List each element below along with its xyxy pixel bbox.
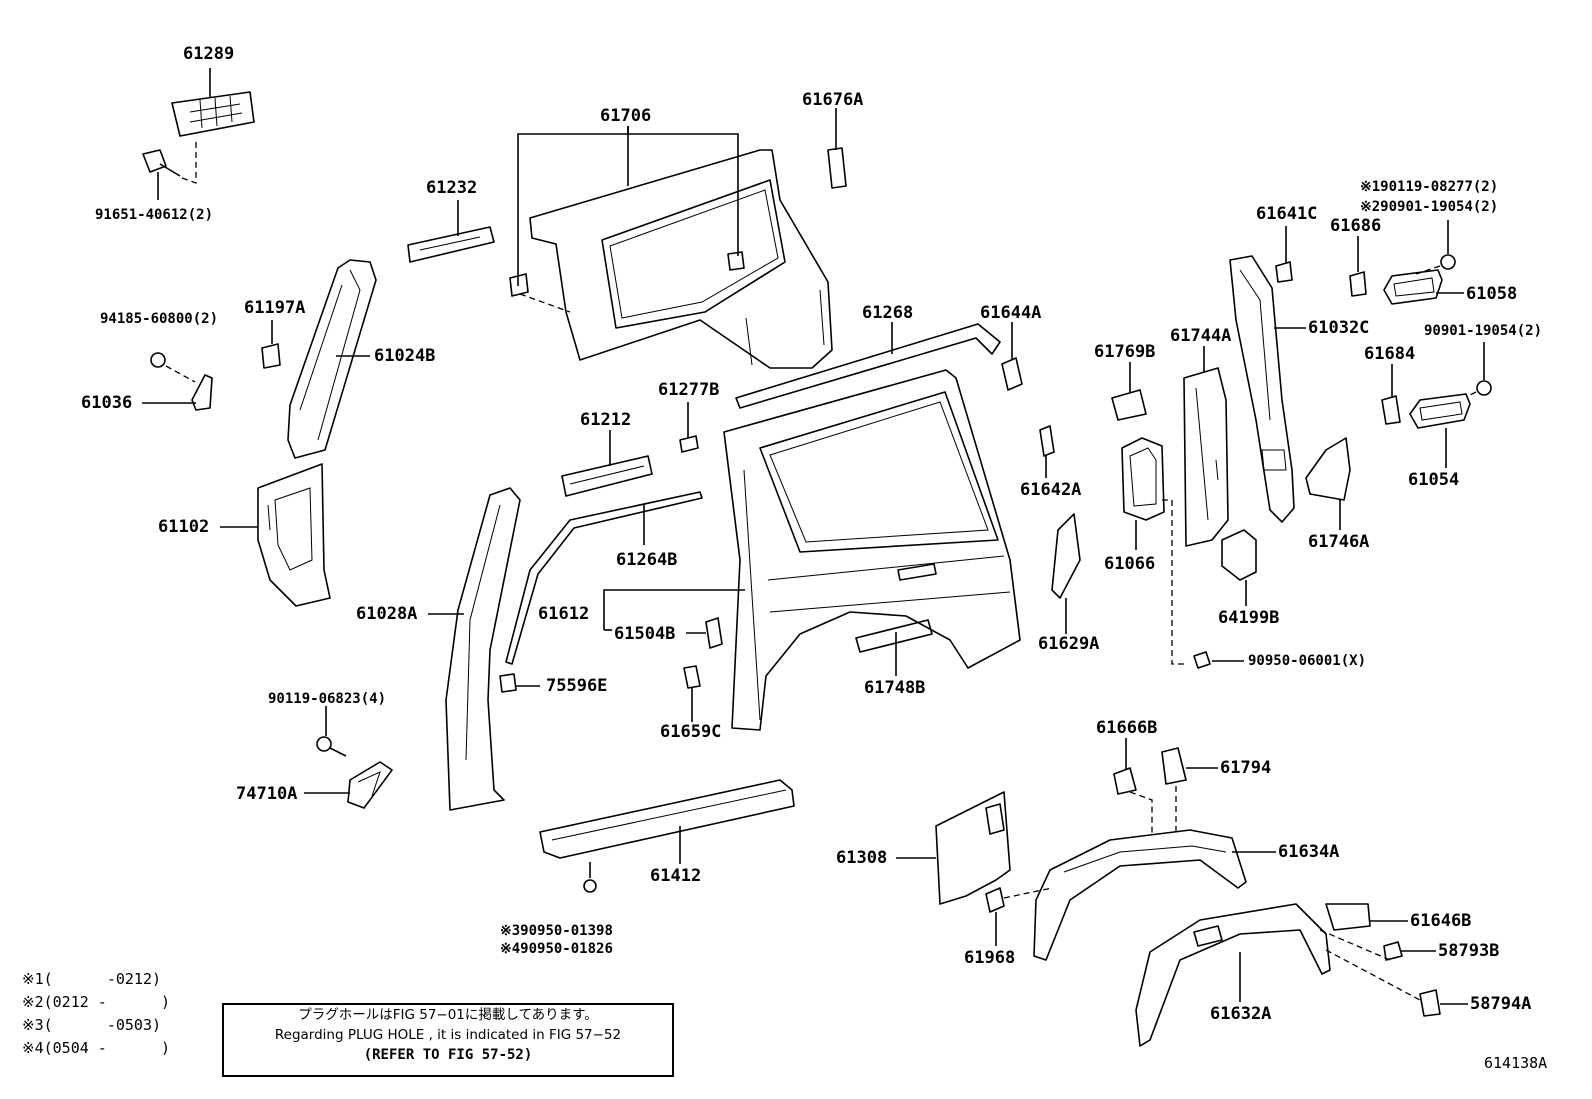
label-61102: 61102 [158,517,210,537]
label-91651-40612: 91651-40612(2) [95,207,214,223]
note-reference: (REFER TO FIG 57-52) [363,1047,533,1063]
label-61032C: 61032C [1308,318,1370,338]
note-line-en: Regarding PLUG HOLE , it is indicated in… [274,1027,622,1043]
label-61968: 61968 [964,948,1016,968]
label-61686: 61686 [1330,216,1382,236]
label-75596E: 75596E [546,676,608,696]
label-74710A: 74710A [236,784,298,804]
footnote-3: ※3( -0503) [22,1016,161,1034]
label-58794A: 58794A [1470,994,1532,1014]
label-90950-01826: ※490950-01826 [500,941,613,957]
label-61676A: 61676A [802,90,864,110]
label-61746A: 61746A [1308,532,1370,552]
label-61646B: 61646B [1410,911,1472,931]
label-61504B: 61504B [614,624,676,644]
label-61794: 61794 [1220,758,1272,778]
label-61412: 61412 [650,866,702,886]
label-61308: 61308 [836,848,888,868]
label-61641C: 61641C [1256,204,1318,224]
label-61666B: 61666B [1096,718,1158,738]
label-90119-08277: ※190119-08277(2) [1360,179,1499,195]
label-90950-06001: 90950-06001(X) [1248,653,1367,669]
part-61706-panel [529,149,833,369]
note-line-jp: プラグホールはFIG 57−01に掲載してあります。 [298,1007,598,1023]
label-61058: 61058 [1466,284,1518,304]
bolt-91651 [142,149,181,177]
label-61277B: 61277B [658,380,720,400]
label-61036: 61036 [81,393,133,413]
label-61659C: 61659C [660,722,722,742]
label-61748B: 61748B [864,678,926,698]
label-58793B: 58793B [1438,941,1500,961]
label-90901-19054-a: ※290901-19054(2) [1360,199,1499,215]
label-61289: 61289 [183,44,235,64]
label-61632A: 61632A [1210,1004,1272,1024]
label-61612: 61612 [538,604,590,624]
label-61642A: 61642A [1020,480,1082,500]
label-90119-06823: 90119-06823(4) [268,691,387,707]
part-61612-quarter-panel [723,369,1021,731]
label-61066: 61066 [1104,554,1156,574]
label-94185-60800: 94185-60800(2) [100,311,219,327]
label-90950-01398: ※390950-01398 [500,923,613,939]
label-64199B: 64199B [1218,608,1280,628]
label-61024B: 61024B [374,346,436,366]
figure-id: 614138A [1484,1054,1548,1072]
label-90901-19054-b: 90901-19054(2) [1424,323,1543,339]
label-61629A: 61629A [1038,634,1100,654]
label-61197A: 61197A [244,298,306,318]
label-61212: 61212 [580,410,632,430]
part-61289-bracket [171,91,255,137]
label-61264B: 61264B [616,550,678,570]
label-61706: 61706 [600,106,652,126]
label-61054: 61054 [1408,470,1460,490]
label-61769B: 61769B [1094,342,1156,362]
footnote-2: ※2(0212 - ) [22,993,171,1011]
label-61684: 61684 [1364,344,1416,364]
footnote-1: ※1( -0212) [22,970,161,988]
plug-hole-note: プラグホールはFIG 57−01に掲載してあります。 Regarding PLU… [222,1003,674,1077]
footnote-4: ※4(0504 - ) [22,1039,171,1057]
label-61644A: 61644A [980,303,1042,323]
label-61028A: 61028A [356,604,418,624]
label-61268: 61268 [862,303,914,323]
label-61634A: 61634A [1278,842,1340,862]
label-61744A: 61744A [1170,326,1232,346]
label-61232: 61232 [426,178,478,198]
